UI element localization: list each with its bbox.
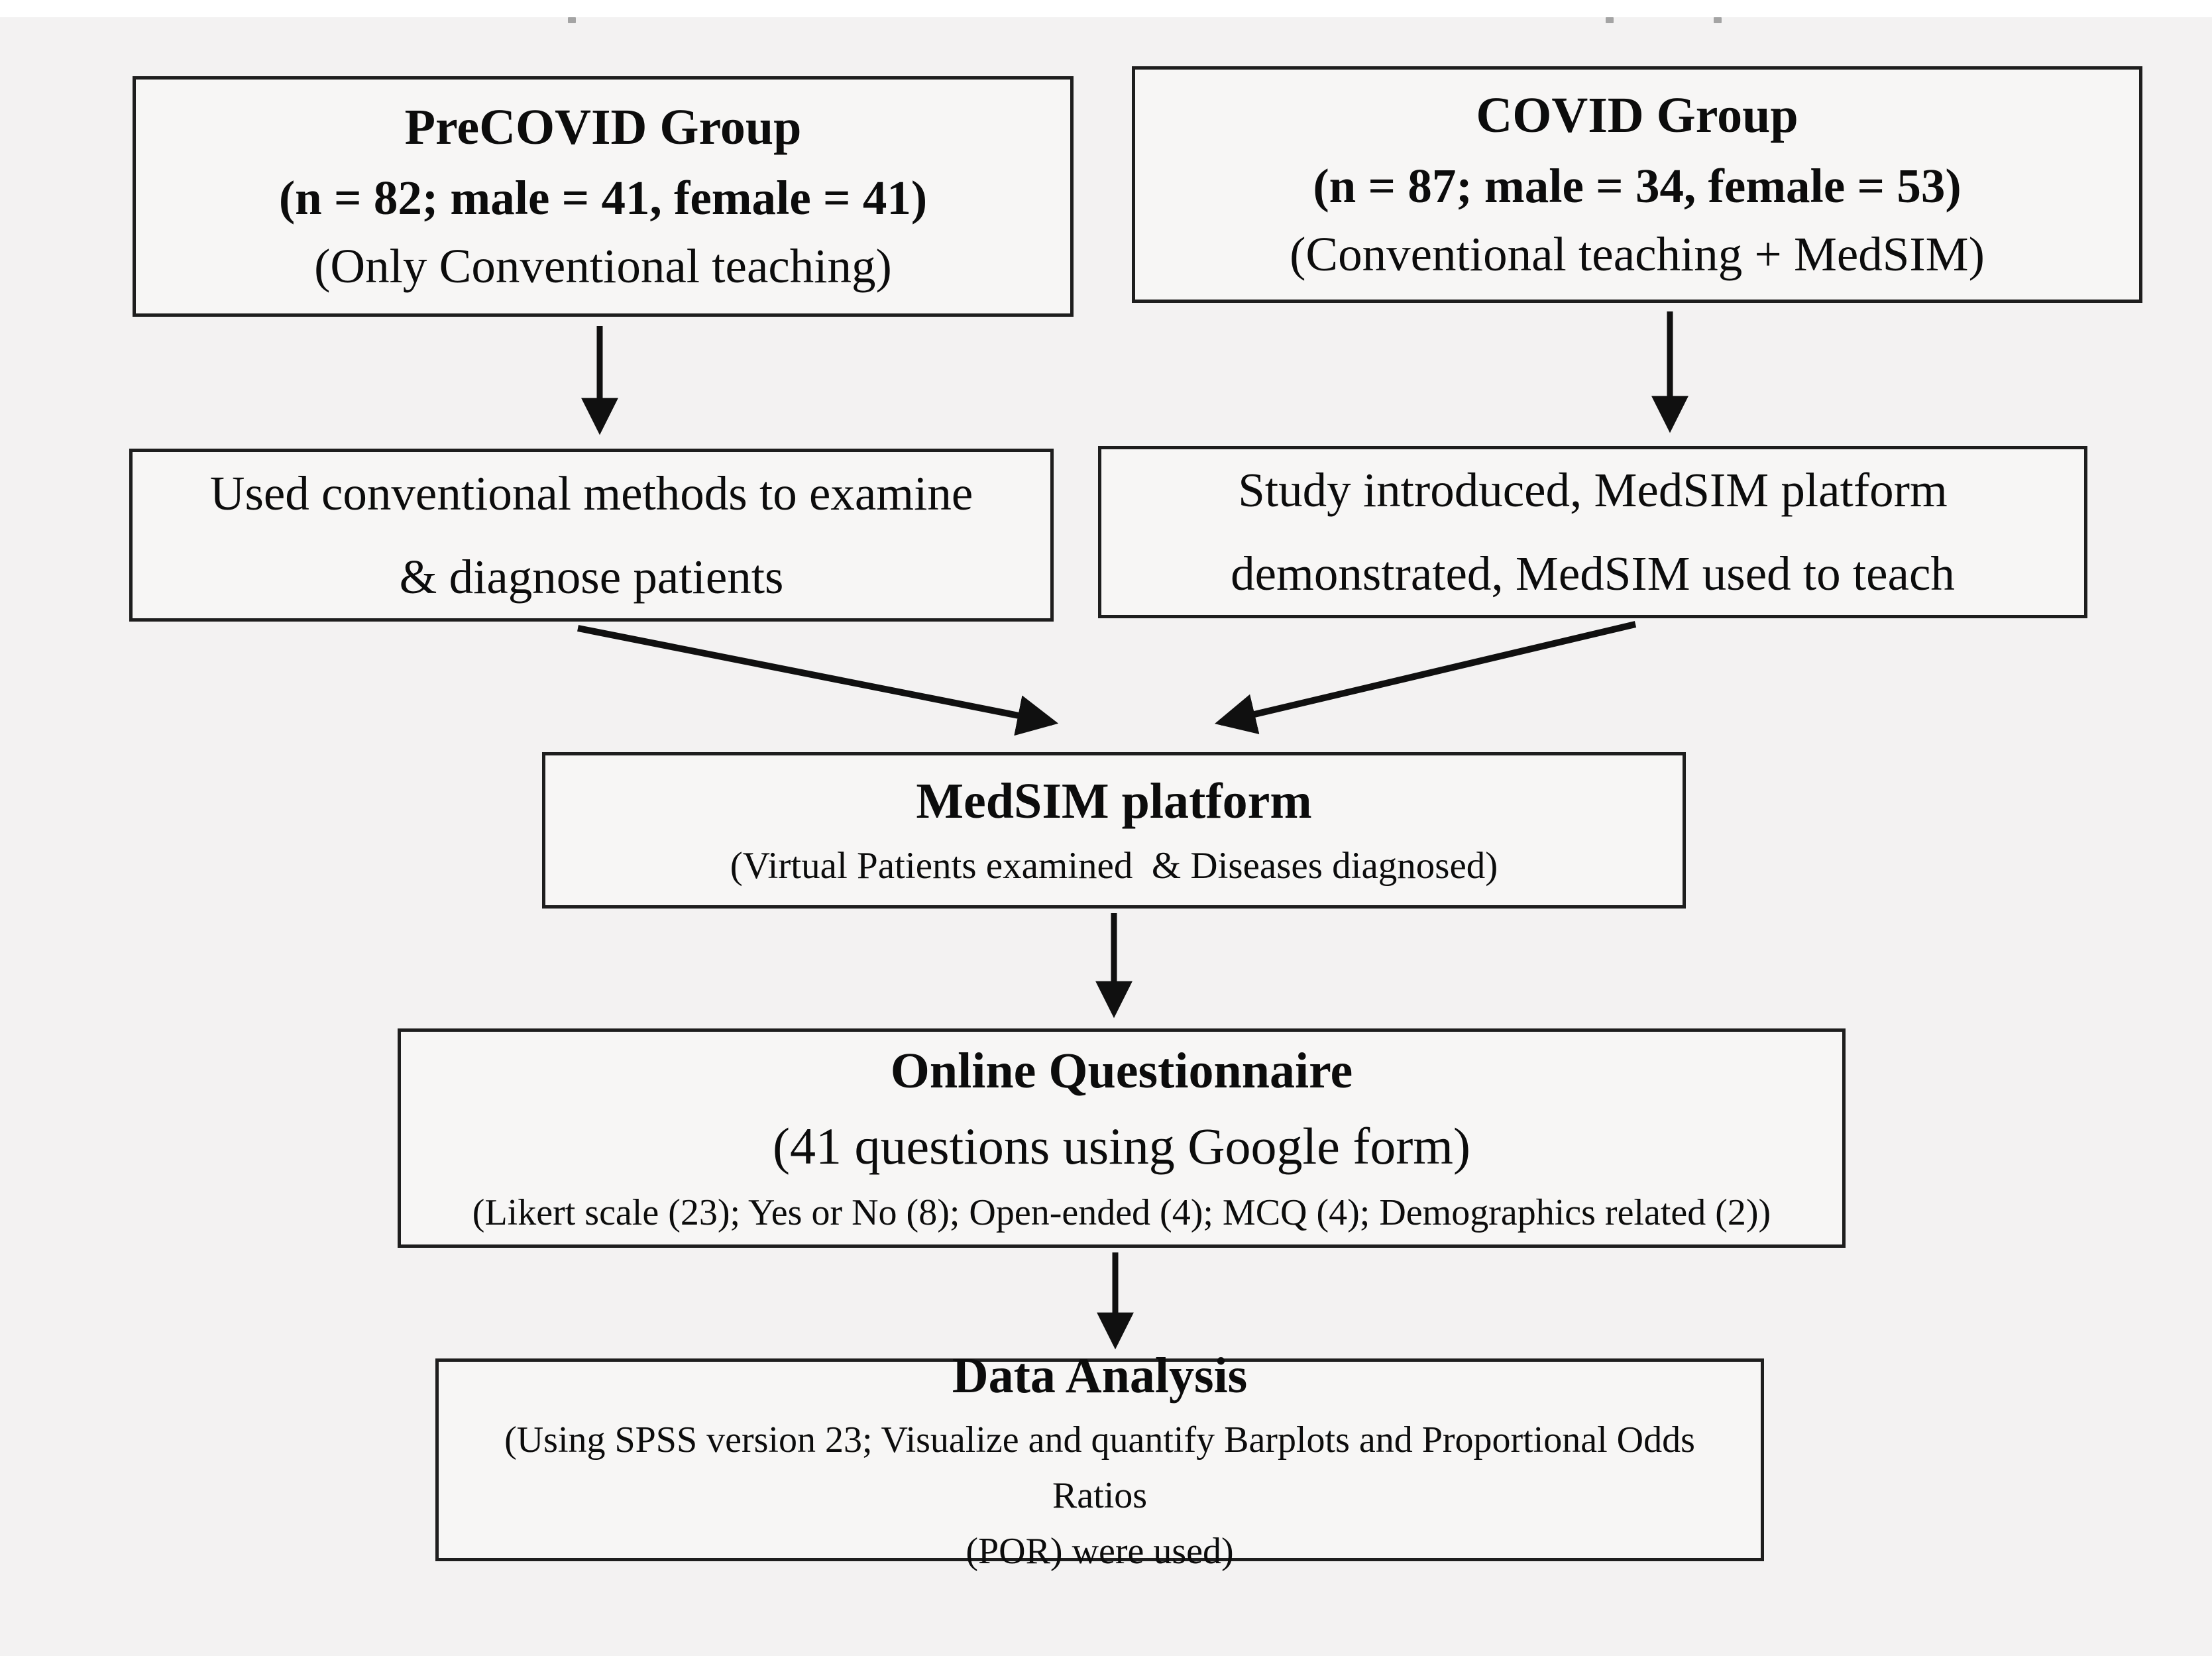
- data-analysis-detail-line: (Using SPSS version 23; Visualize and qu…: [504, 1419, 1695, 1516]
- top-crop-strip: [0, 0, 2212, 17]
- precovid-group-title: PreCOVID Group: [404, 99, 802, 155]
- covid-group-box: COVID Group (n = 87; male = 34, female =…: [1132, 66, 2142, 303]
- covid-activity-box: Study introduced, MedSIM platform demons…: [1098, 446, 2087, 618]
- data-analysis-box: Data Analysis (Using SPSS version 23; Vi…: [435, 1348, 1764, 1572]
- covid-activity-line: Study introduced, MedSIM platform: [1238, 463, 1948, 518]
- top-crop-artifact: [1606, 17, 1614, 23]
- precovid-activity-line: & diagnose patients: [399, 549, 784, 604]
- medsim-platform-subtitle: (Virtual Patients examined & Diseases di…: [730, 845, 1498, 887]
- precovid-group-stats: (n = 82; male = 41, female = 41): [278, 170, 928, 225]
- precovid-group-note: (Only Conventional teaching): [314, 239, 892, 294]
- arrow-precovid-activity-to-medsim: [577, 625, 1059, 736]
- covid-group-stats: (n = 87; male = 34, female = 53): [1313, 158, 1962, 213]
- top-crop-artifact: [1714, 17, 1722, 23]
- medsim-platform-box: MedSIM platform (Virtual Patients examin…: [542, 752, 1686, 909]
- online-questionnaire-box: Online Questionnaire (41 questions using…: [398, 1028, 1846, 1248]
- data-analysis-title: Data Analysis: [952, 1348, 1248, 1404]
- covid-group-note: (Conventional teaching + MedSIM): [1290, 227, 1985, 282]
- medsim-platform-title: MedSIM platform: [916, 773, 1312, 830]
- online-questionnaire-detail: (Likert scale (23); Yes or No (8); Open-…: [472, 1191, 1771, 1233]
- online-questionnaire-subtitle: (41 questions using Google form): [773, 1117, 1470, 1175]
- top-crop-artifact: [568, 17, 576, 23]
- precovid-group-box: PreCOVID Group (n = 82; male = 41, femal…: [133, 76, 1074, 317]
- precovid-activity-box: Used conventional methods to examine & d…: [129, 449, 1054, 622]
- covid-activity-line: demonstrated, MedSIM used to teach: [1231, 547, 1955, 600]
- arrow-covid-activity-to-medsim: [1214, 621, 1637, 735]
- covid-group-title: COVID Group: [1476, 87, 1798, 143]
- data-analysis-detail-line: (POR) were used): [966, 1530, 1234, 1572]
- precovid-activity-line: Used conventional methods to examine: [209, 466, 973, 520]
- online-questionnaire-title: Online Questionnaire: [890, 1043, 1353, 1099]
